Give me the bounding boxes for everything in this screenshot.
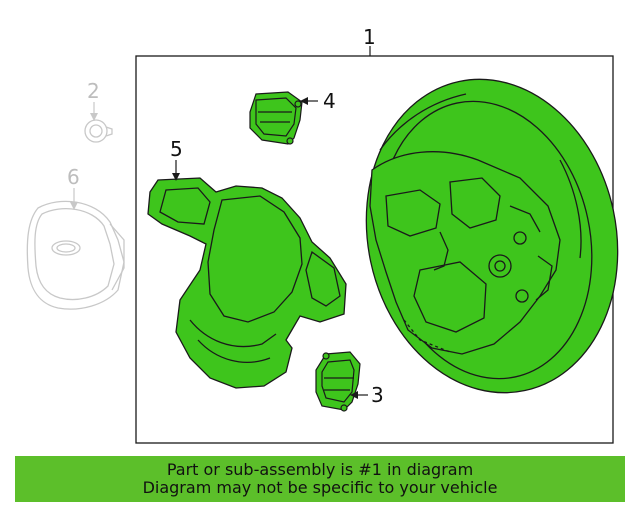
banner-line-2: Diagram may not be specific to your vehi… bbox=[142, 478, 498, 497]
airbag-module-part-6 bbox=[26, 200, 125, 310]
part-info-banner: Part or sub-assembly is #1 in diagram Di… bbox=[15, 456, 625, 502]
switch-part-4 bbox=[249, 91, 303, 145]
callout-1: 1 bbox=[363, 25, 376, 49]
callout-6-arrowhead bbox=[70, 202, 78, 210]
callout-6: 6 bbox=[67, 165, 80, 189]
parts-diagram bbox=[26, 46, 619, 444]
bolt-part-2 bbox=[84, 119, 113, 143]
callout-2: 2 bbox=[87, 79, 100, 103]
bezel-part-5 bbox=[147, 177, 347, 389]
callout-2-arrowhead bbox=[90, 113, 98, 121]
callout-3: 3 bbox=[371, 383, 384, 407]
callout-4: 4 bbox=[323, 89, 336, 113]
banner-line-1: Part or sub-assembly is #1 in diagram bbox=[166, 460, 474, 479]
callout-3-arrowhead bbox=[350, 391, 358, 399]
switch-part-3 bbox=[315, 351, 361, 412]
callout-4-arrowhead bbox=[300, 97, 308, 105]
callout-5: 5 bbox=[170, 137, 183, 161]
callout-5-arrowhead bbox=[172, 173, 180, 181]
steering-wheel-part-1 bbox=[365, 78, 619, 394]
